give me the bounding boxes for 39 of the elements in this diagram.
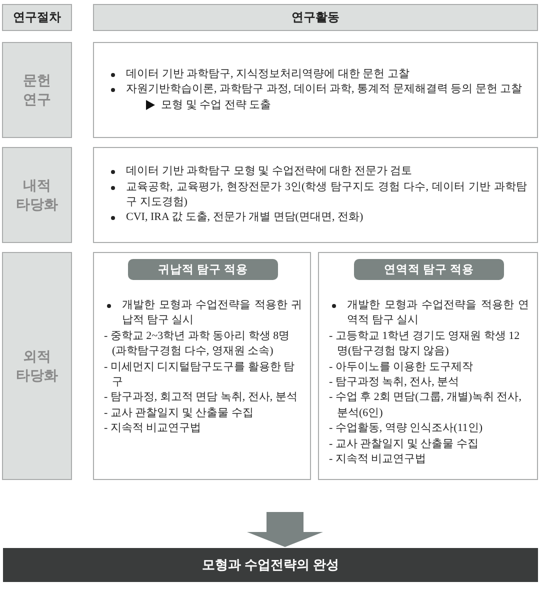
bullet-item: 교육공학, 교육평가, 현장전문가 3인(학생 탐구지도 경험 다수, 데이터 기반 과학탐구 지도경험)	[108, 180, 527, 210]
bullet-item: 개발한 모형과 수업전략을 적용한 연역적 탐구 실시	[329, 298, 529, 329]
bullet-item: 데이터 기반 과학탐구, 지식정보처리역량에 대한 문헌 고찰	[108, 66, 527, 82]
heading-text: 연구활동	[292, 9, 340, 26]
stage-label: 내적 타당화	[16, 176, 58, 214]
heading-text: 모형과 수업전략의 완성	[202, 556, 340, 574]
list-item: - 교사 관찰일지 및 산출물 수집	[329, 436, 480, 452]
activity-box	[318, 252, 538, 480]
stage-box	[2, 252, 72, 480]
heading-text: 연구절차	[13, 9, 61, 26]
list-item: - 아두이노를 이용한 도구제작	[329, 360, 474, 375]
list-item: - 지속적 비교연구법	[104, 421, 202, 436]
down-arrow	[247, 512, 323, 547]
list-item: - 탐구과정 녹취, 전사, 분석	[329, 374, 460, 390]
header-box	[93, 4, 538, 31]
result-bar	[3, 548, 538, 582]
bullet-item: 자원기반학습이론, 과학탐구 과정, 데이터 과학, 통계적 문제해결력 등의 문헌 고찰	[108, 82, 527, 98]
stage-label: 외적 타당화	[16, 347, 58, 385]
header-box	[2, 4, 72, 31]
list-item: - 고등학교 1학년 경기도 영재원 학생 12명(탐구경험 많지 않음)	[329, 328, 521, 360]
section-tag: 연역적 탐구 적용	[354, 259, 504, 280]
bullet-item: 데이터 기반 과학탐구 모형 및 수업전략에 대한 전문가 검토	[108, 164, 527, 180]
list-item: - 수업활동, 역량 인식조사(11인)	[329, 421, 484, 436]
result-text: 모형 및 수업 전략 도출	[161, 98, 271, 113]
stage-label: 문헌 연구	[22, 71, 52, 109]
stage-box	[2, 147, 72, 243]
list-item: - 지속적 비교연구법	[329, 452, 428, 467]
bullet-item: CVI, IRA 값 도출, 전문가 개별 면담(면대면, 전화)	[108, 210, 527, 226]
activity-box	[93, 42, 538, 138]
list-item: - 교사 관찰일지 및 산출물 수집	[104, 406, 254, 421]
activity-box	[93, 147, 538, 243]
stage-box	[2, 42, 72, 138]
activity-box	[93, 252, 311, 480]
section-tag: 귀납적 탐구 적용	[128, 259, 278, 280]
list-item: - 탐구과정, 회고적 면담 녹취, 전사, 분석	[104, 390, 298, 406]
bullet-item: 개발한 모형과 수업전략을 적용한 귀납적 탐구 실시	[104, 298, 302, 329]
list-item: - 수업 후 2회 면담(그룹, 개별)녹취 전사, 분석(6인)	[329, 390, 522, 421]
list-item: - 중학교 2~3학년 과학 동아리 학생 8명(과학탐구경험 다수, 영재원 소속)	[104, 328, 291, 360]
list-item: - 미세먼지 디지털탐구도구를 활용한 탐구	[104, 360, 296, 390]
